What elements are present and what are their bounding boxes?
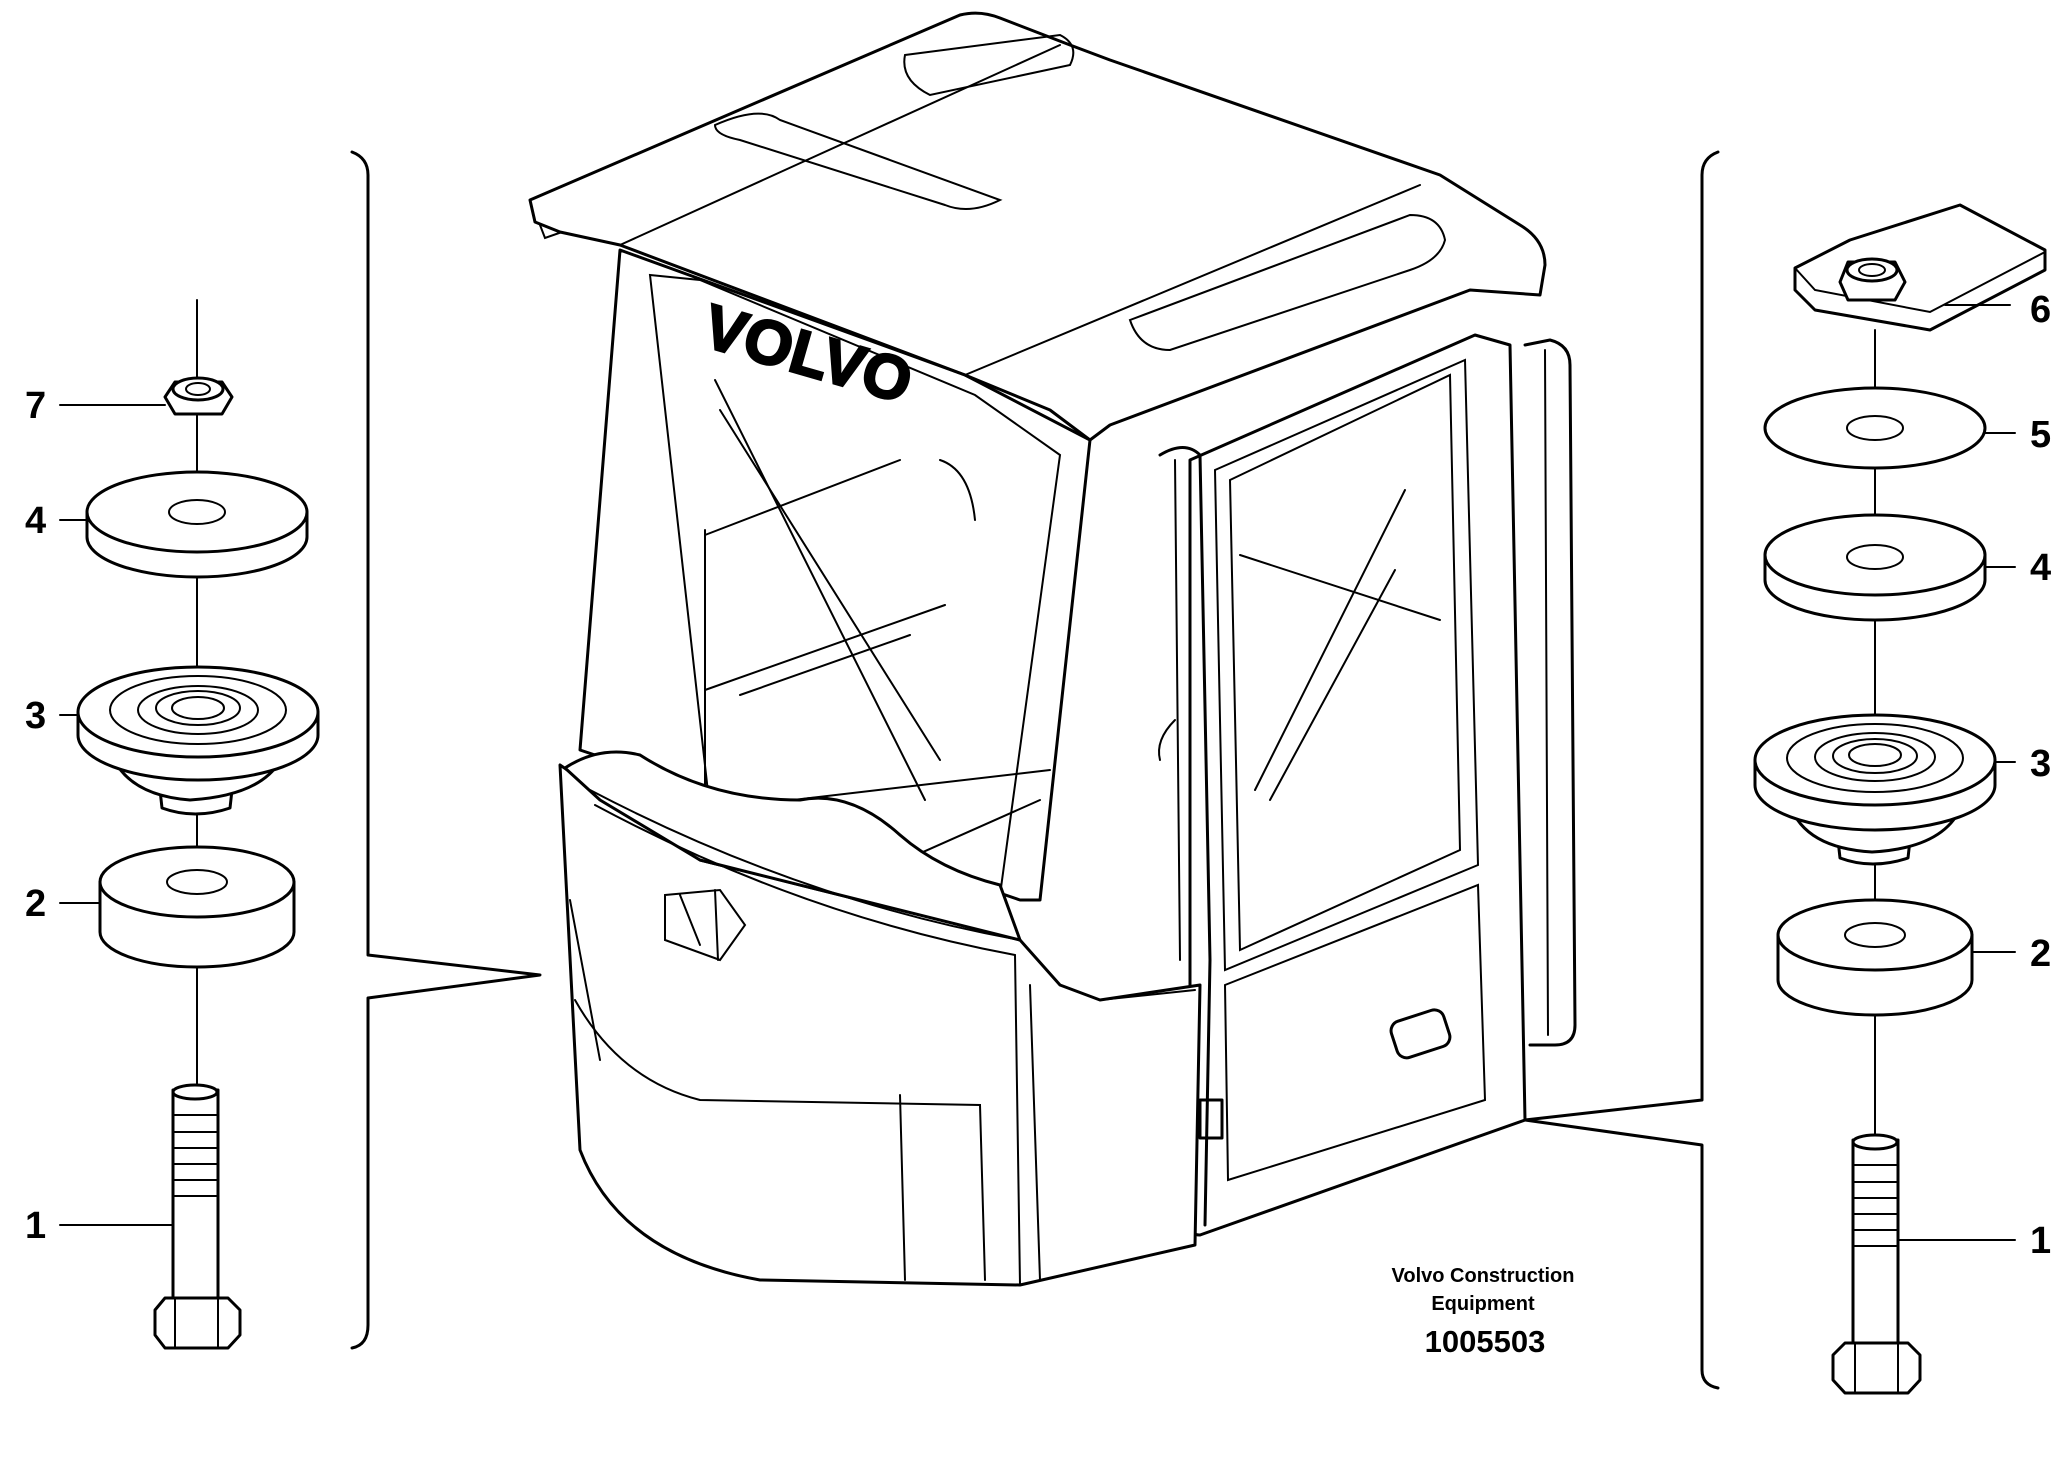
bolt-1-right bbox=[1831, 1133, 1922, 1395]
callout-number: 2 bbox=[2030, 933, 2051, 975]
spacer-2 bbox=[98, 845, 296, 969]
door-window-glass bbox=[1228, 373, 1462, 952]
door-handle bbox=[1389, 1008, 1452, 1060]
left-mount-stack bbox=[76, 299, 320, 1350]
left-callout-7: 7 bbox=[25, 385, 166, 427]
door-lower-panel bbox=[1223, 883, 1487, 1182]
right-callout-1: 1 bbox=[1897, 1220, 2051, 1262]
callout-number: 1 bbox=[2030, 1220, 2051, 1262]
roof-panel-front bbox=[713, 112, 1003, 210]
rubber-mount-3 bbox=[76, 665, 320, 816]
caption-company: Volvo Construction bbox=[1392, 1265, 1575, 1287]
door-grab-handle bbox=[1523, 338, 1577, 1047]
cab-door bbox=[1188, 333, 1527, 1237]
drawing-caption: Volvo Construction Equipment 1005503 bbox=[1392, 1265, 1575, 1359]
callout-number: 5 bbox=[2030, 414, 2051, 456]
lock-nut-7 bbox=[163, 376, 234, 416]
washer-5 bbox=[1763, 386, 1987, 470]
door-window-frame bbox=[1213, 358, 1480, 972]
callout-number: 4 bbox=[25, 500, 46, 542]
left-group-bracket bbox=[350, 150, 542, 1350]
door-post bbox=[1158, 446, 1212, 1227]
cab-roof bbox=[528, 11, 1547, 442]
right-mount-stack bbox=[1753, 203, 2047, 1395]
right-callout-3: 3 bbox=[1994, 743, 2051, 785]
washer-4 bbox=[85, 470, 309, 579]
callout-number: 3 bbox=[2030, 743, 2051, 785]
roof-panel-side bbox=[1128, 213, 1447, 352]
right-callout-2: 2 bbox=[1971, 933, 2051, 975]
rubber-mount-3-right bbox=[1753, 713, 1997, 866]
right-callout-5: 5 bbox=[1984, 414, 2051, 456]
callout-number: 2 bbox=[25, 883, 46, 925]
drawing-number: 1005503 bbox=[1425, 1324, 1546, 1359]
callout-number: 3 bbox=[25, 695, 46, 737]
bolt-1 bbox=[153, 1083, 242, 1350]
left-callout-1: 1 bbox=[25, 1205, 174, 1247]
washer-4-right bbox=[1763, 513, 1987, 622]
callout-number: 1 bbox=[25, 1205, 46, 1247]
right-callout-4: 4 bbox=[1984, 547, 2051, 589]
spacer-2-right bbox=[1776, 898, 1974, 1017]
roof-panel-top bbox=[903, 33, 1075, 97]
operator-cab: VOLVO bbox=[528, 11, 1577, 1287]
caption-company-line2: Equipment bbox=[1431, 1293, 1535, 1315]
dash-vent bbox=[664, 888, 747, 962]
callout-number: 4 bbox=[2030, 547, 2051, 589]
left-callout-4: 4 bbox=[25, 500, 88, 542]
windshield-frame bbox=[578, 248, 1092, 902]
left-callout-3: 3 bbox=[25, 695, 79, 737]
right-group-bracket bbox=[1523, 150, 1720, 1390]
dash-console-top bbox=[563, 750, 1022, 942]
callout-number: 7 bbox=[25, 385, 46, 427]
nut-plate-6 bbox=[1793, 203, 2047, 332]
left-callout-2: 2 bbox=[25, 883, 101, 925]
right-callout-6: 6 bbox=[1944, 289, 2051, 331]
callout-number: 6 bbox=[2030, 289, 2051, 331]
